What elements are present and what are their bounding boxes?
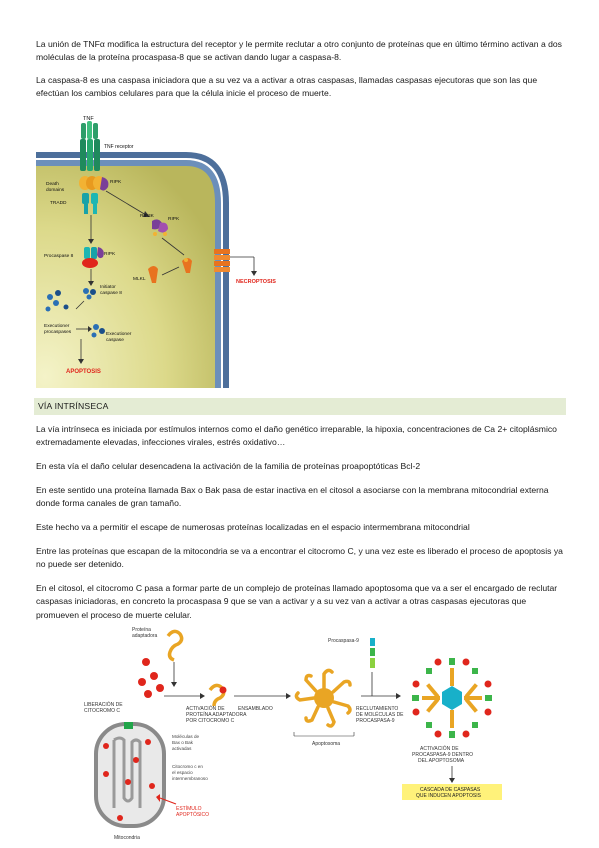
label-baxbak-3: activadas <box>172 746 192 751</box>
label-reclutamiento-1: RECLUTAMIENTO <box>356 706 398 712</box>
paragraph-cytochrome: Entre las proteínas que escapan de la mi… <box>36 546 563 570</box>
label-mlkl: MLKL <box>133 276 146 282</box>
label-rip3k: RIP3K <box>140 213 155 219</box>
label-procaspase8: Procaspase 8 <box>44 253 74 259</box>
label-initiator-1: Initiator <box>100 284 116 290</box>
label-baxbak-1: Moléculas de <box>172 734 200 739</box>
initiator-caspase8 <box>83 288 96 300</box>
label-exec-caspase-1: Executioner <box>106 331 132 337</box>
label-estimulo-1: ESTÍMULO <box>176 805 202 812</box>
paragraph-intrinsic-start: La vía intrínseca es iniciada por estímu… <box>36 424 557 448</box>
paragraph-caspase8: La caspasa-8 es una caspasa iniciadora q… <box>36 75 538 99</box>
procaspase8-complex <box>82 247 104 268</box>
death-domain-complex <box>79 176 109 214</box>
released-cytochrome-c <box>138 658 164 698</box>
membrane-inner <box>36 160 221 388</box>
label-citocromo-1: Citocromo c en <box>172 764 203 769</box>
label-activacion-3: POR CITOCROMO C <box>186 718 235 724</box>
label-activacion-proc-3: DEL APOPTOSOMA <box>418 758 465 764</box>
label-apoptosis: APOPTOSIS <box>66 369 101 375</box>
procaspase9 <box>370 638 375 668</box>
label-cascada-1: CASCADA DE CASPASAS <box>420 787 481 793</box>
section-heading: VÍA INTRÍNSECA <box>38 401 109 411</box>
apoptosome <box>294 668 352 728</box>
paragraph-tnf-binding: La unión de TNFα modifica la estructura … <box>36 39 562 63</box>
label-activacion-proc-2: PROCASPASA-9 DENTRO <box>412 752 473 758</box>
label-necroptosis: NECROPTOSIS <box>236 279 276 285</box>
executioner-caspase <box>91 324 105 338</box>
label-activacion-1: ACTIVACIÓN DE <box>186 705 225 712</box>
label-exec-caspase-2: caspase <box>106 338 124 343</box>
cytoplasm <box>36 163 218 388</box>
executioner-procaspases <box>45 290 69 312</box>
label-apoptosoma: Apoptosoma <box>312 741 340 747</box>
mitochondrion <box>94 722 166 828</box>
label-baxbak-2: Bax o Bak <box>172 740 194 745</box>
active-apoptosome <box>412 658 492 738</box>
label-adaptadora-1: Proteína <box>132 627 151 633</box>
label-procaspasa9: Procaspasa-9 <box>328 638 359 644</box>
label-liberacion-2: CITOCROMO C <box>84 708 120 714</box>
label-ensamblado: ENSAMBLADO <box>238 706 273 712</box>
mlkl-pore <box>214 249 230 272</box>
section-heading-bar: VÍA INTRÍNSECA <box>34 398 566 415</box>
tnf-receptor <box>80 139 100 171</box>
label-liberacion-1: LIBERACIÓN DE <box>84 701 123 708</box>
tnf-pathway-figure: TNF TNF receptor Death domains TRADD RIP… <box>36 116 276 388</box>
paragraph-bcl2: En esta vía el daño celular desencadena … <box>36 461 421 471</box>
label-exec-procaspases-1: Executioner <box>44 323 70 329</box>
apoptosome-figure: Proteína adaptadora LIBERACIÓN DE CITOCR… <box>84 627 502 841</box>
label-exec-procaspases-2: procaspases <box>44 329 72 335</box>
label-tnf: TNF <box>83 116 94 122</box>
label-estimulo-2: APOPTÓSICO <box>176 811 209 818</box>
label-reclutamiento-3: PROCASPASA-9 <box>356 718 395 724</box>
label-reclutamiento-2: DE MOLÉCULAS DE <box>356 711 404 718</box>
label-cascada-2: QUE INDUCEN APOPTOSIS <box>416 793 482 799</box>
adapter-protein <box>166 629 184 662</box>
label-citocromo-2: el espacio <box>172 770 193 775</box>
cascade-box <box>402 784 502 800</box>
tnf-ligand <box>81 121 98 139</box>
mlkl-proteins <box>148 258 192 283</box>
label-ripk-mid: RIPK <box>104 251 116 257</box>
paragraph-bax-bak: En este sentido una proteína llamada Bax… <box>36 485 549 509</box>
rip3k-complex <box>152 219 168 236</box>
label-mitocondria: Mitocondria <box>114 835 140 841</box>
label-death-2: domains <box>46 187 65 193</box>
label-tnf-receptor: TNF receptor <box>104 144 134 150</box>
paragraph-intermembrane: Este hecho va a permitir el escape de nu… <box>36 522 470 532</box>
label-citocromo-3: intermembranoso <box>172 776 208 781</box>
label-activacion-2: PROTEÍNA ADAPTADORA <box>186 711 247 718</box>
membrane-outer <box>36 152 229 388</box>
label-adaptadora-2: adaptadora <box>132 633 158 639</box>
activated-adapter <box>208 683 227 707</box>
label-tradd: TRADD <box>50 200 67 206</box>
label-death-1: Death <box>46 181 59 187</box>
label-ripk-right: RIPK <box>168 216 180 222</box>
label-initiator-2: caspase 8 <box>100 290 122 296</box>
label-ripk-top: RIPK <box>110 179 122 185</box>
paragraph-apoptosome: En el citosol, el citocromo C pasa a for… <box>36 583 558 620</box>
label-activacion-proc-1: ACTIVACIÓN DE <box>420 745 459 752</box>
